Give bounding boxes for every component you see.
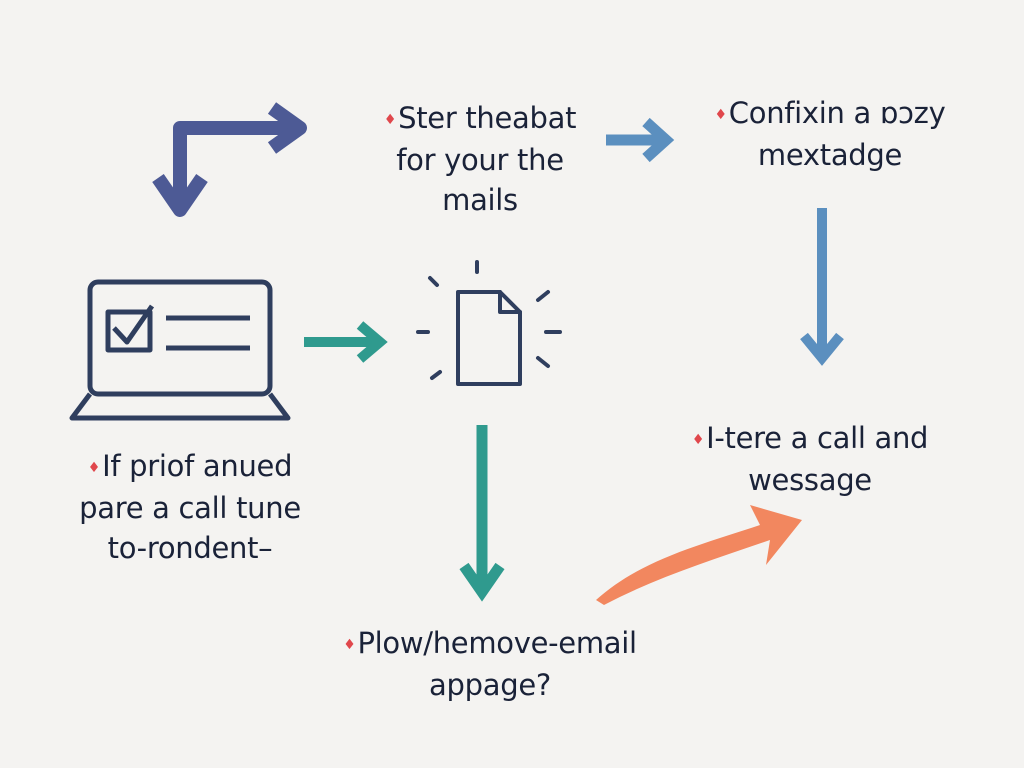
node-text-line: wessage [748, 463, 872, 497]
node-top-right: ♦Confixin a ɒɔzy mextadge [680, 93, 980, 175]
arrow-curved-orange [596, 505, 802, 605]
document-glow-icon [416, 260, 562, 386]
node-text-line: pare a call tune [79, 491, 301, 525]
bullet-diamond-icon: ♦ [343, 637, 356, 653]
arrow-down-blue [800, 208, 844, 366]
node-text-line: Ster theabat [398, 101, 577, 135]
node-text-line: I-tere a call and [706, 421, 929, 455]
node-text-line: appage? [429, 668, 551, 702]
bullet-diamond-icon: ♦ [691, 432, 705, 448]
node-text-line: Plow/hemove-email [357, 626, 637, 660]
arrow-right-blue [606, 117, 675, 163]
node-text-line: If priof anued [102, 449, 293, 483]
node-text-line: mextadge [757, 138, 903, 172]
bullet-diamond-icon: ♦ [714, 107, 728, 123]
node-text-line: mails [442, 183, 518, 217]
node-text-line: Confixin a ɒɔzy [728, 96, 946, 130]
node-text-line: to-rondent– [107, 531, 273, 565]
bullet-diamond-icon: ♦ [87, 460, 101, 476]
arrow-right-teal [304, 321, 388, 363]
node-middle-right: ♦I-tere a call and wessage [650, 418, 970, 500]
node-middle-left: ♦If priof anued pare a call tune to-rond… [40, 446, 340, 568]
node-text-line: for your the [396, 143, 564, 177]
laptop-checklist-icon [69, 279, 291, 421]
node-bottom-middle: ♦Plow/hemove-email appage? [310, 623, 670, 705]
bullet-diamond-icon: ♦ [383, 112, 397, 128]
arrow-down-teal [459, 425, 505, 602]
node-top-middle: ♦Ster theabat for your the mails [330, 98, 630, 220]
bent-arrow-purple [152, 102, 307, 217]
